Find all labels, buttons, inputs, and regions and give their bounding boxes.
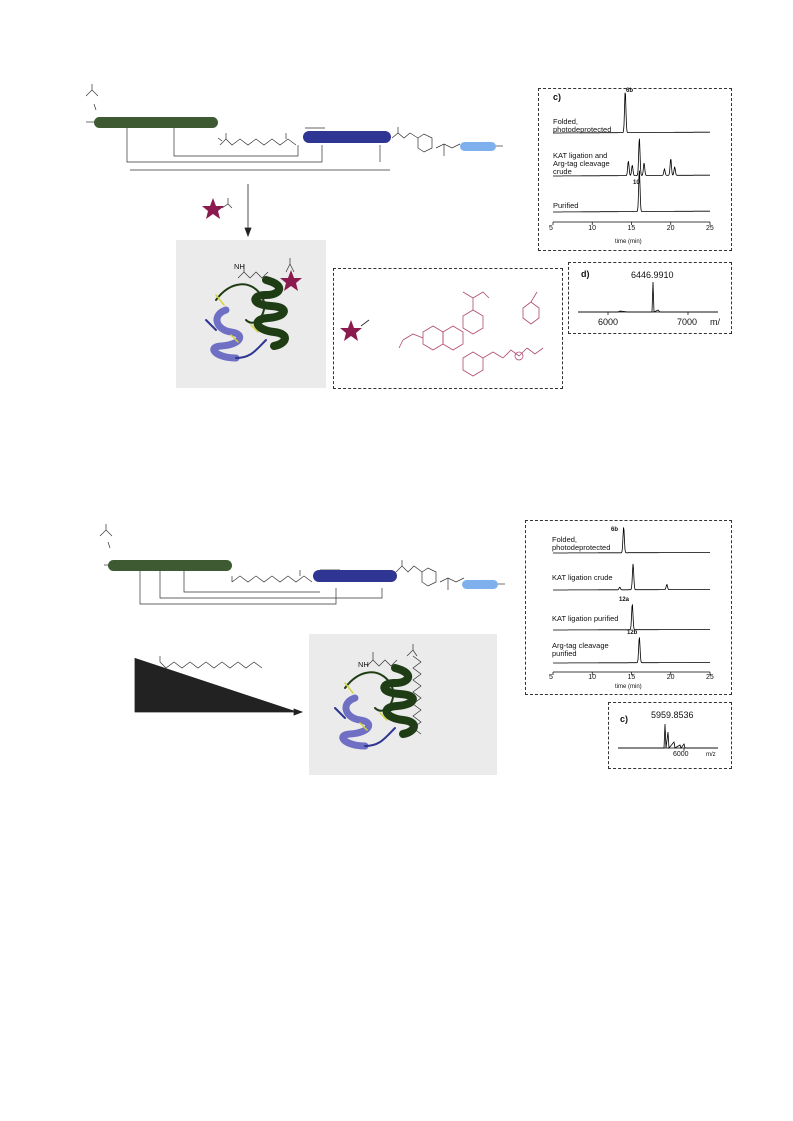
top-scheme <box>85 84 503 238</box>
top-ms-unit: m/ <box>710 317 720 327</box>
star-icon <box>280 270 302 291</box>
hplc-tick-label: 20 <box>666 225 675 232</box>
bottom-hplc-panel <box>525 520 732 695</box>
top-trace-1-label: Folded, photodeprotected <box>553 117 612 134</box>
arg-tag-bar <box>462 580 498 589</box>
hplc-trace <box>553 563 710 591</box>
bottom-peak-label-3: 12a <box>619 597 630 603</box>
top-protein-structure <box>205 258 302 362</box>
bottom-ms-tick-1: 6000 <box>673 751 689 758</box>
hplc-tick-label: 5 <box>549 225 553 232</box>
blue-helix-bar <box>303 131 391 143</box>
structure-nh-label: NH <box>358 660 369 669</box>
top-hplc-panel-label: c) <box>553 92 562 102</box>
top-hplc-chart <box>552 92 711 225</box>
top-ms-chart <box>578 281 718 315</box>
hplc-tick-label: 5 <box>549 674 553 681</box>
hplc-trace <box>553 603 710 631</box>
star-icon <box>202 198 224 219</box>
top-ms-peak-value: 6446.9910 <box>631 270 674 280</box>
bottom-trace-2-label: KAT ligation crude <box>552 573 613 582</box>
hplc-tick-label: 25 <box>706 225 714 232</box>
top-ms-panel <box>568 262 732 334</box>
hplc-tick-label: 25 <box>706 674 714 681</box>
hplc-trace <box>553 170 710 213</box>
green-helix-bar <box>108 560 232 571</box>
hplc-tick-label: 15 <box>627 225 636 232</box>
bottom-ms-chart <box>618 723 718 751</box>
top-structure-panel <box>176 240 326 388</box>
bottom-trace-1-label: Folded, photodeprotected <box>552 535 611 552</box>
hplc-trace <box>553 637 710 664</box>
hplc-tick-label: 20 <box>666 674 675 681</box>
bottom-ms-panel-label: c) <box>620 714 629 724</box>
top-ms-panel-label: d) <box>581 269 590 279</box>
arg-tag-bar <box>460 142 496 151</box>
hplc-trace <box>553 527 710 554</box>
bottom-peak-label-4: 12b <box>627 630 638 636</box>
bottom-hplc-chart <box>552 527 711 675</box>
bottom-trace-4-label: Arg-tag cleavage purified <box>552 641 609 658</box>
top-hplc-x-title: time (min) <box>615 239 642 245</box>
dye-structure-panel <box>333 268 563 389</box>
bottom-protein-structure <box>334 644 422 750</box>
blue-helix-bar <box>313 570 397 582</box>
top-hplc-panel <box>538 88 732 251</box>
bottom-peak-label-1: 6b <box>611 527 619 533</box>
top-trace-2-label: KAT ligation and Arg-tag cleavage crude <box>553 151 610 176</box>
structure-nh-label: NH <box>234 262 245 271</box>
hplc-trace <box>553 138 710 177</box>
green-helix-bar <box>94 117 218 128</box>
top-trace-3-label: Purified <box>553 201 579 210</box>
bottom-hplc-x-title: time (min) <box>615 684 642 690</box>
top-ms-tick-1: 6000 <box>598 317 619 327</box>
bottom-trace-3-label: KAT ligation purified <box>552 614 619 623</box>
hplc-tick-label: 15 <box>627 674 636 681</box>
bottom-ms-unit: m/z <box>706 752 716 758</box>
hplc-trace <box>553 92 710 134</box>
top-ms-tick-2: 7000 <box>677 317 698 327</box>
dye-structure <box>340 291 544 377</box>
hplc-tick-label: 10 <box>588 674 597 681</box>
bottom-scheme <box>99 524 505 716</box>
bottom-ms-peak-value: 5959.8536 <box>651 710 694 720</box>
hplc-tick-label: 10 <box>588 225 597 232</box>
top-peak-label-1: 6b <box>626 88 634 94</box>
top-peak-label-3: 10 <box>633 180 640 186</box>
star-icon <box>340 320 362 341</box>
bottom-ms-panel <box>608 702 732 769</box>
